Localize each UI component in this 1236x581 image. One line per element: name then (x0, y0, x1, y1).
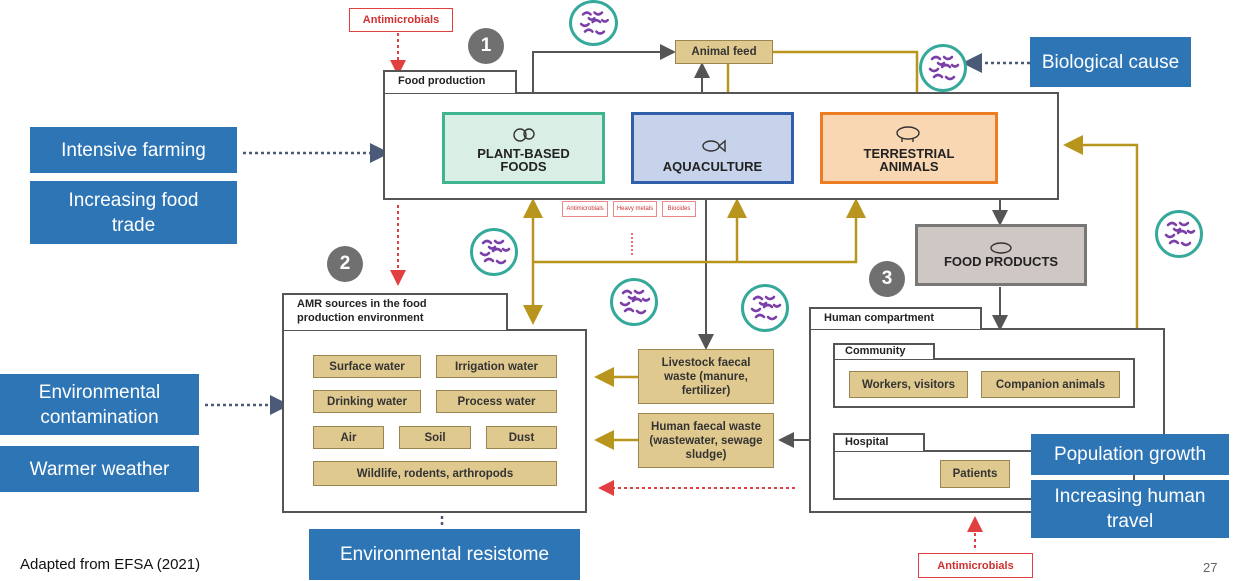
livestock-faecal-waste-label: Livestock faecal waste (manure, fertiliz… (661, 356, 751, 397)
process-water-label: Process water (457, 395, 536, 408)
increasing-human-travel-label: Increasing human travel (1054, 486, 1206, 532)
population-growth-box: Population growth (1031, 434, 1229, 475)
page-number: 27 (1203, 560, 1218, 575)
workers-visitors-box: Workers, visitors (849, 371, 968, 398)
community-title: Community (845, 345, 906, 357)
input-biocides-label: Biocides (667, 206, 691, 212)
antimicrobials-tag-top-label: Antimicrobials (362, 14, 440, 26)
terrestrial-animals-label: TERRESTRIAL ANIMALS (863, 146, 955, 174)
hospital-title: Hospital (845, 436, 889, 448)
environmental-contamination-label: Environmental contamination (38, 381, 161, 428)
intensive-farming-label: Intensive farming (61, 139, 206, 161)
community-tab (833, 343, 935, 359)
increasing-human-travel-box: Increasing human travel (1031, 480, 1229, 538)
step-number-2-text: 2 (339, 253, 351, 274)
microbe-icon (610, 278, 658, 326)
companion-animals-label: Companion animals (995, 378, 1106, 391)
intensive-farming-box: Intensive farming (30, 127, 237, 173)
air-box: Air (313, 426, 384, 449)
terrestrial-animals-card: TERRESTRIAL ANIMALS (820, 112, 998, 184)
input-biocides-tag: Biocides (662, 201, 696, 217)
livestock-faecal-waste-box: Livestock faecal waste (manure, fertiliz… (638, 349, 774, 404)
wildlife-box: Wildlife, rodents, arthropods (313, 461, 557, 486)
aquaculture-card: AQUACULTURE (631, 112, 794, 184)
meat-icon (990, 241, 1012, 254)
wildlife-label: Wildlife, rodents, arthropods (356, 467, 514, 480)
drinking-water-box: Drinking water (313, 390, 421, 413)
food-production-title: Food production (398, 75, 486, 87)
warmer-weather-box: Warmer weather (0, 446, 199, 492)
microbe-icon (919, 44, 967, 92)
food-products-box: FOOD PRODUCTS (915, 224, 1087, 286)
patients-box: Patients (940, 460, 1010, 488)
antimicrobials-tag-top: Antimicrobials (349, 8, 453, 32)
soil-label: Soil (424, 431, 446, 444)
patients-label: Patients (952, 468, 998, 480)
environmental-resistome-box: Environmental resistome (309, 529, 580, 580)
input-heavy-metals-tag: Heavy metals (613, 201, 657, 217)
source-caption: Adapted from EFSA (2021) (20, 556, 201, 573)
human-faecal-waste-box: Human faecal waste (wastewater, sewage s… (638, 413, 774, 468)
companion-animals-box: Companion animals (981, 371, 1120, 398)
microbe-icon (569, 0, 618, 46)
animal-feed-box: Animal feed (675, 40, 773, 64)
irrigation-water-box: Irrigation water (436, 355, 557, 378)
plant-based-foods-card: PLANT-BASED FOODS (442, 112, 605, 184)
human-faecal-waste-label: Human faecal waste (wastewater, sewage s… (649, 420, 763, 461)
soil-box: Soil (399, 426, 471, 449)
increasing-food-trade-label: Increasing food trade (68, 189, 199, 236)
human-compartment-title: Human compartment (824, 312, 935, 324)
biological-cause-label: Biological cause (1041, 51, 1180, 73)
food-products-label: FOOD PRODUCTS (943, 253, 1059, 269)
dust-label: Dust (508, 431, 535, 444)
air-label: Air (340, 431, 357, 444)
amr-sources-tab (282, 293, 508, 330)
antimicrobials-tag-bottom: Antimicrobials (918, 553, 1033, 578)
vegetables-icon (512, 128, 535, 142)
plant-based-foods-label: PLANT-BASED FOODS (477, 146, 570, 174)
dust-box: Dust (486, 426, 557, 449)
irrigation-water-label: Irrigation water (454, 360, 539, 373)
surface-water-label: Surface water (329, 360, 405, 373)
aquaculture-label: AQUACULTURE (662, 159, 763, 174)
microbe-icon (1155, 210, 1203, 258)
increasing-food-trade-box: Increasing food trade (30, 181, 237, 244)
step-number-2: 2 (327, 246, 363, 282)
process-water-box: Process water (436, 390, 557, 413)
step-number-3-text: 3 (881, 268, 893, 289)
warmer-weather-label: Warmer weather (29, 458, 170, 480)
surface-water-box: Surface water (313, 355, 421, 378)
input-antimicrobials-label: Antimicrobials (566, 206, 604, 212)
input-antimicrobials-tag: Antimicrobials (562, 201, 608, 217)
environmental-resistome-label: Environmental resistome (339, 544, 550, 565)
hospital-tab (833, 433, 925, 451)
human-compartment-tab (809, 307, 982, 329)
biological-cause-box: Biological cause (1030, 37, 1191, 87)
step-number-1-text: 1 (480, 35, 492, 56)
amr-sources-title: AMR sources in the food production envir… (297, 298, 427, 324)
pig-icon (896, 126, 920, 142)
food-production-tab (383, 70, 517, 93)
fish-icon (701, 139, 726, 153)
step-number-3: 3 (869, 261, 905, 297)
environmental-contamination-box: Environmental contamination (0, 374, 199, 435)
step-number-1: 1 (468, 28, 504, 64)
antimicrobials-tag-bottom-label: Antimicrobials (937, 559, 1014, 572)
input-heavy-metals-label: Heavy metals (616, 206, 654, 212)
drinking-water-label: Drinking water (327, 395, 407, 408)
microbe-icon (470, 228, 518, 276)
population-growth-label: Population growth (1053, 444, 1207, 465)
workers-visitors-label: Workers, visitors (861, 378, 956, 391)
microbe-icon (741, 284, 789, 332)
animal-feed-label: Animal feed (691, 46, 757, 58)
